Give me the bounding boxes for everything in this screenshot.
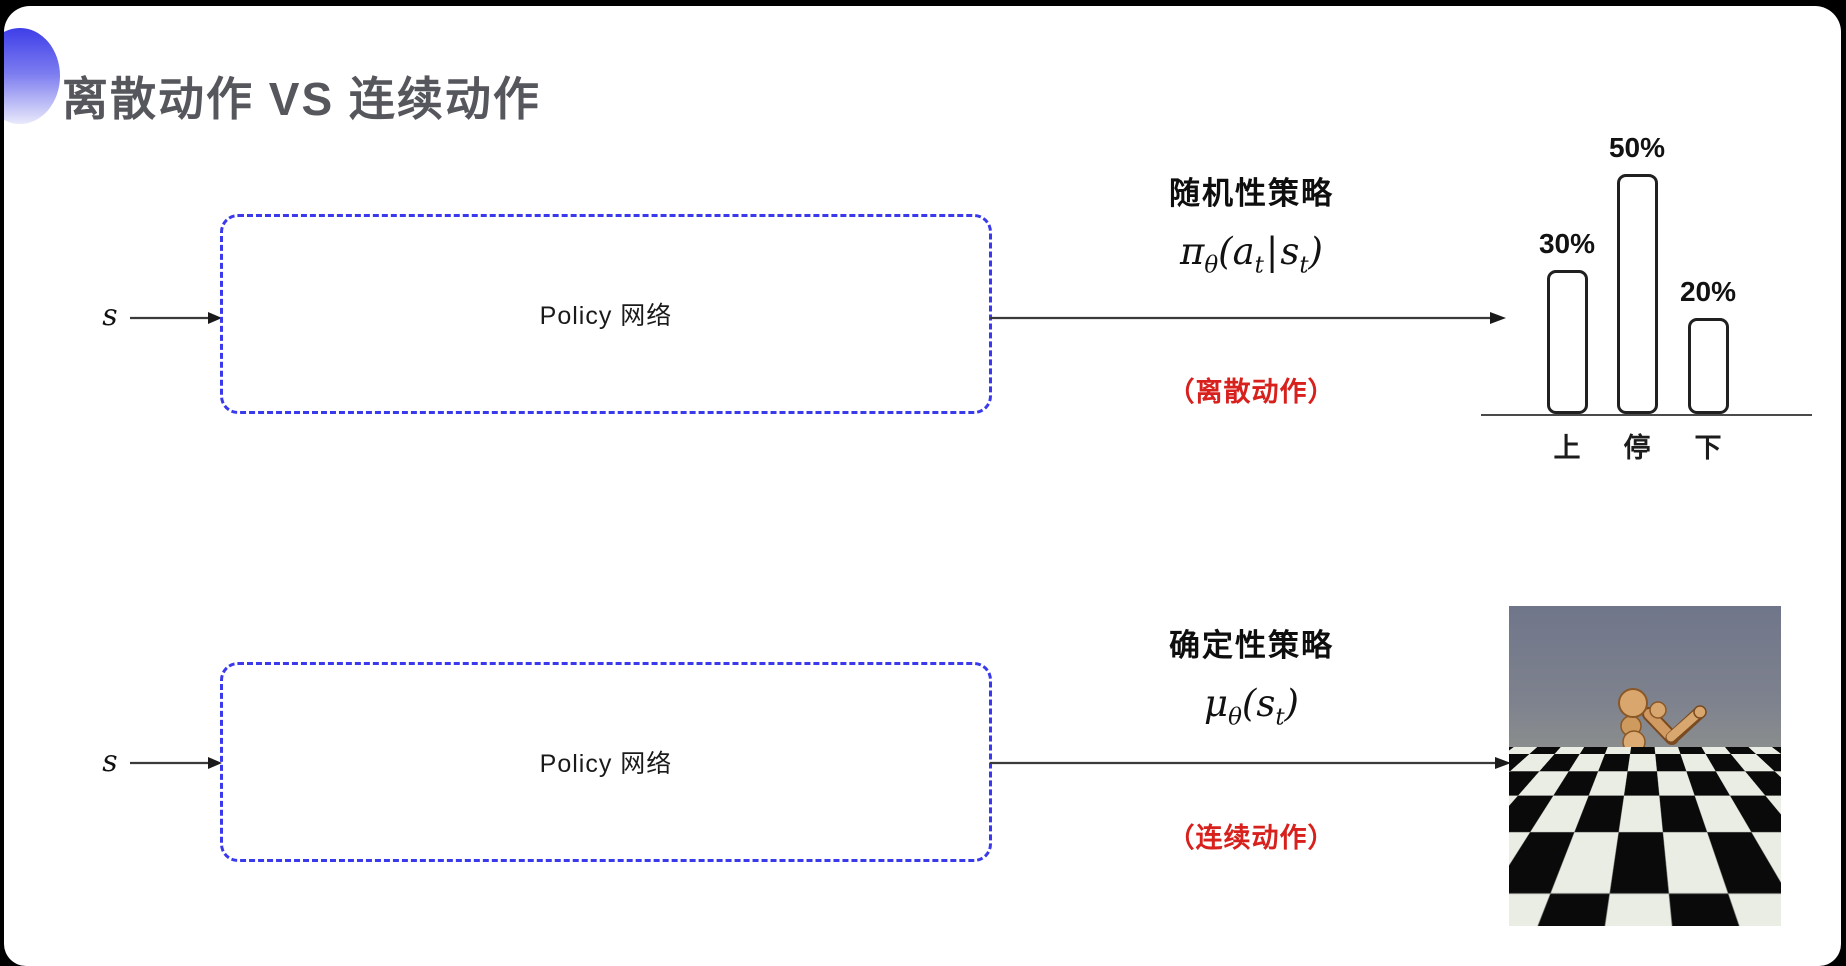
stochastic-policy-formula: πθ(at|st): [1084, 230, 1419, 278]
formula-paren-close: ): [1308, 230, 1323, 273]
action-bar-chart: 30% 上 50% 停 20% 下: [1481, 106, 1821, 466]
formula-arg: s: [1256, 682, 1276, 725]
input-arrow-top: [130, 312, 222, 324]
chart-bar-停: [1616, 174, 1658, 414]
humanoid-simulation-image: [1509, 606, 1781, 926]
policy-network-label: Policy 网络: [539, 750, 673, 778]
formula-symbol: π: [1180, 230, 1205, 273]
chart-bar-value: 50%: [1608, 132, 1666, 163]
deterministic-policy-title: 确定性策略: [1169, 628, 1334, 663]
formula-arg-subscript: t: [1254, 252, 1264, 279]
formula-paren-open: (: [1218, 230, 1233, 273]
continuous-action-note: （连续动作）: [1167, 823, 1336, 853]
formula-arg-subscript: t: [1275, 704, 1285, 731]
formula-symbol: μ: [1204, 682, 1229, 725]
input-arrow-bottom: [130, 757, 222, 769]
policy-network-label: Policy 网络: [539, 302, 673, 330]
formula-arg: s: [1280, 230, 1300, 273]
state-input-label-top: s: [102, 298, 118, 333]
title-accent-icon: [4, 28, 60, 124]
floor-reflection-glow: [1509, 856, 1781, 926]
stochastic-policy-title: 随机性策略: [1169, 176, 1334, 211]
chart-baseline: [1481, 414, 1812, 416]
chart-category-label: 上: [1553, 433, 1581, 463]
policy-network-box-top: Policy 网络: [220, 214, 992, 414]
state-input-label-bottom: s: [102, 744, 118, 779]
output-arrow-bottom: [990, 757, 1511, 769]
policy-network-box-bottom: Policy 网络: [220, 662, 992, 862]
chart-bar-value: 30%: [1538, 228, 1596, 259]
formula-separator: |: [1265, 230, 1279, 273]
chart-category-label: 下: [1694, 433, 1722, 463]
formula-arg-subscript: t: [1299, 252, 1309, 279]
formula-symbol-subscript: θ: [1204, 252, 1219, 279]
chart-bar-value: 20%: [1679, 276, 1737, 307]
output-arrow-top: [990, 312, 1506, 324]
chart-bar-上: [1546, 270, 1588, 414]
formula-paren-close: ): [1284, 682, 1299, 725]
formula-arg: a: [1232, 230, 1255, 273]
formula-symbol-subscript: θ: [1228, 704, 1242, 731]
discrete-action-note: （离散动作）: [1167, 377, 1336, 407]
deterministic-policy-formula: μθ(st): [1084, 682, 1419, 730]
chart-bar-下: [1687, 318, 1729, 414]
page-title: 离散动作 VS 连续动作: [62, 72, 541, 125]
slide: 离散动作 VS 连续动作 s Policy 网络 随机性策略 πθ(at|st)…: [4, 6, 1841, 966]
chart-category-label: 停: [1623, 433, 1651, 463]
formula-paren-open: (: [1241, 682, 1257, 725]
